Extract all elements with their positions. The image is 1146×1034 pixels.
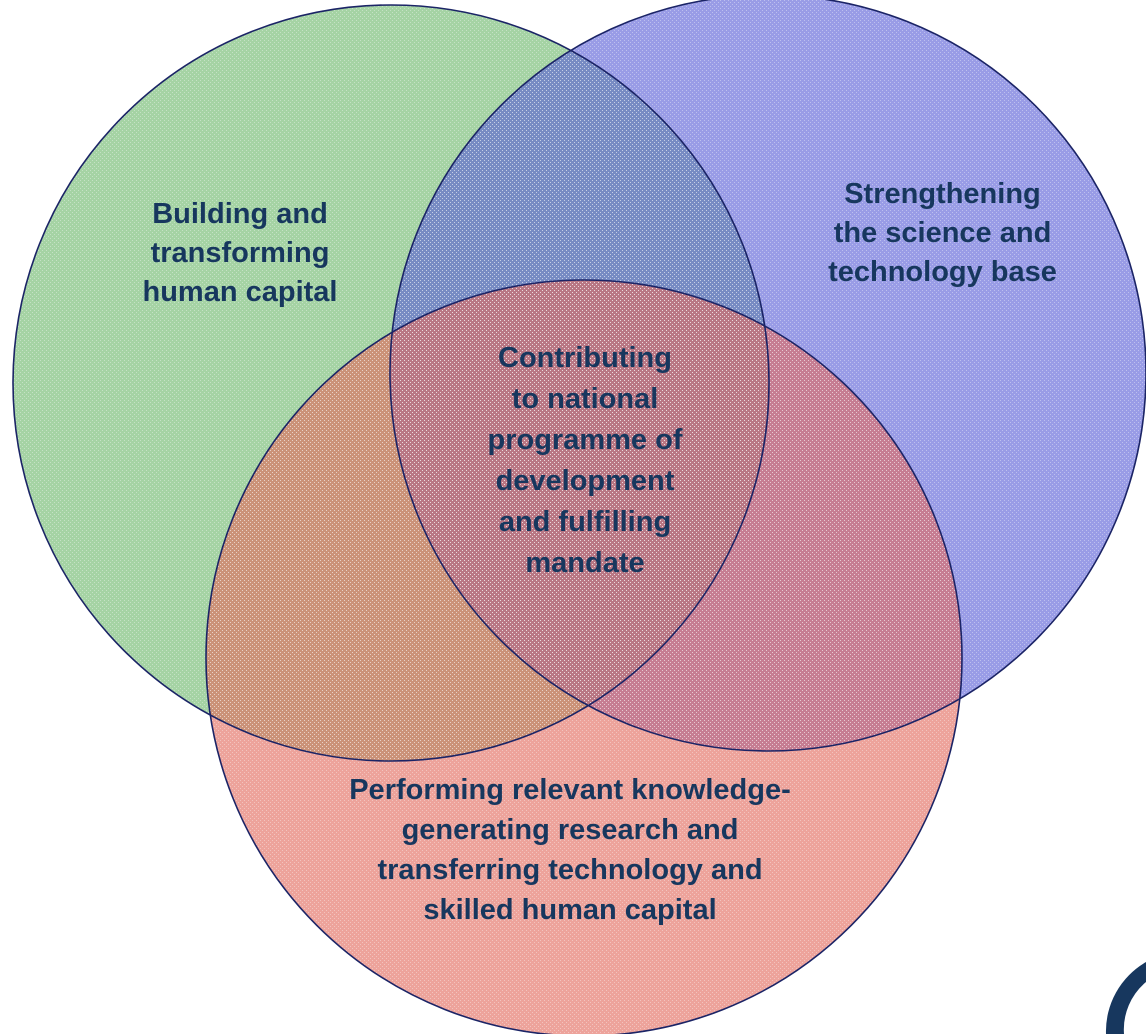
label-human-capital: Building and transforming human capital <box>90 195 390 312</box>
logo-arc <box>1105 962 1146 1034</box>
label-line: human capital <box>142 276 338 308</box>
label-line: technology base <box>828 256 1057 288</box>
label-center: Contributing to national programme of de… <box>440 338 730 584</box>
label-line: to national <box>511 383 659 415</box>
label-line: generating research and <box>401 814 739 846</box>
label-line: Building and <box>152 198 328 230</box>
label-line: and fulfilling <box>498 506 672 538</box>
outline-red <box>205 279 963 1034</box>
label-line: skilled human capital <box>423 894 717 926</box>
label-line: transforming <box>150 237 330 269</box>
label-line: programme of <box>487 424 683 456</box>
label-line: the science and <box>833 217 1052 249</box>
label-line: mandate <box>525 547 645 579</box>
label-science-technology: Strengthening the science and technology… <box>770 175 1115 292</box>
label-line: transferring technology and <box>377 854 763 886</box>
label-research: Performing relevant knowledge- generatin… <box>230 770 910 930</box>
label-line: development <box>495 465 675 497</box>
outline-green <box>12 4 770 762</box>
outline-blue <box>389 0 1146 752</box>
texture-red <box>206 280 962 1034</box>
label-line: Contributing <box>498 342 672 374</box>
label-line: Performing relevant knowledge- <box>349 774 791 806</box>
label-line: Strengthening <box>844 178 1041 210</box>
